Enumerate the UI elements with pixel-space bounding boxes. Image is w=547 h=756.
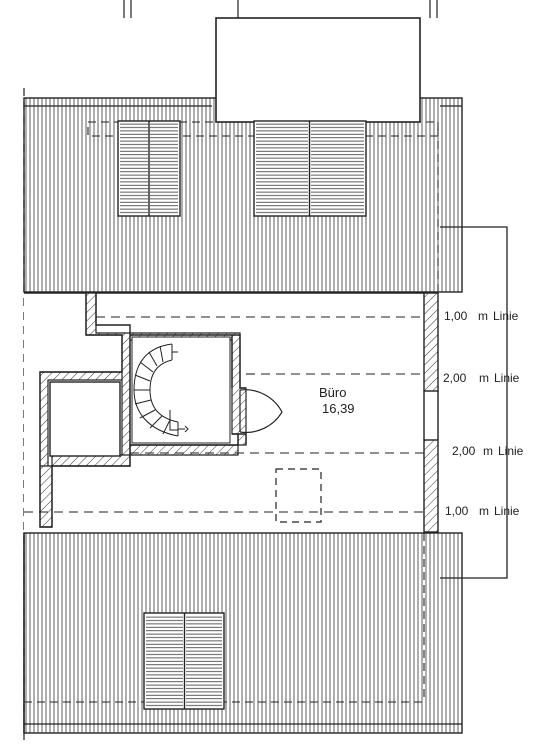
skylight-outline bbox=[275, 468, 322, 523]
line-label-value: 1,00 bbox=[444, 309, 468, 323]
line-label-3: 2,00 m Linie bbox=[452, 444, 524, 458]
dimension-dashes bbox=[24, 316, 424, 513]
line-label-4: 1,00 m Linie bbox=[445, 504, 520, 518]
room-area: 16,39 bbox=[322, 401, 355, 416]
line-label-unit: m bbox=[479, 504, 489, 518]
line-label-word: Linie bbox=[493, 309, 519, 323]
spiral-stair bbox=[131, 336, 231, 444]
dormer bbox=[215, 17, 421, 123]
stair-walls-outline bbox=[39, 293, 247, 528]
line-label-unit: m bbox=[478, 309, 488, 323]
line-label-word: Linie bbox=[494, 371, 520, 385]
room-name: Büro bbox=[319, 385, 346, 400]
lower-window bbox=[143, 612, 225, 710]
line-label-value: 2,00 bbox=[443, 371, 467, 385]
line-label-value: 1,00 bbox=[445, 504, 469, 518]
right-bracket bbox=[440, 226, 508, 579]
line-label-1: 1,00 m Linie bbox=[444, 309, 519, 323]
upper-roof bbox=[23, 97, 463, 293]
line-label-word: Linie bbox=[498, 444, 524, 458]
line-label-unit: m bbox=[483, 444, 493, 458]
door-swing bbox=[239, 389, 283, 434]
line-label-unit: m bbox=[479, 371, 489, 385]
upper-dormer-window bbox=[253, 120, 367, 217]
lower-roof bbox=[23, 122, 463, 734]
line-label-value: 2,00 bbox=[452, 444, 476, 458]
right-wall bbox=[423, 292, 439, 533]
line-label-2: 2,00 m Linie bbox=[443, 371, 520, 385]
top-edge-lines bbox=[123, 0, 438, 18]
upper-left-window bbox=[117, 120, 181, 217]
line-label-word: Linie bbox=[494, 504, 520, 518]
